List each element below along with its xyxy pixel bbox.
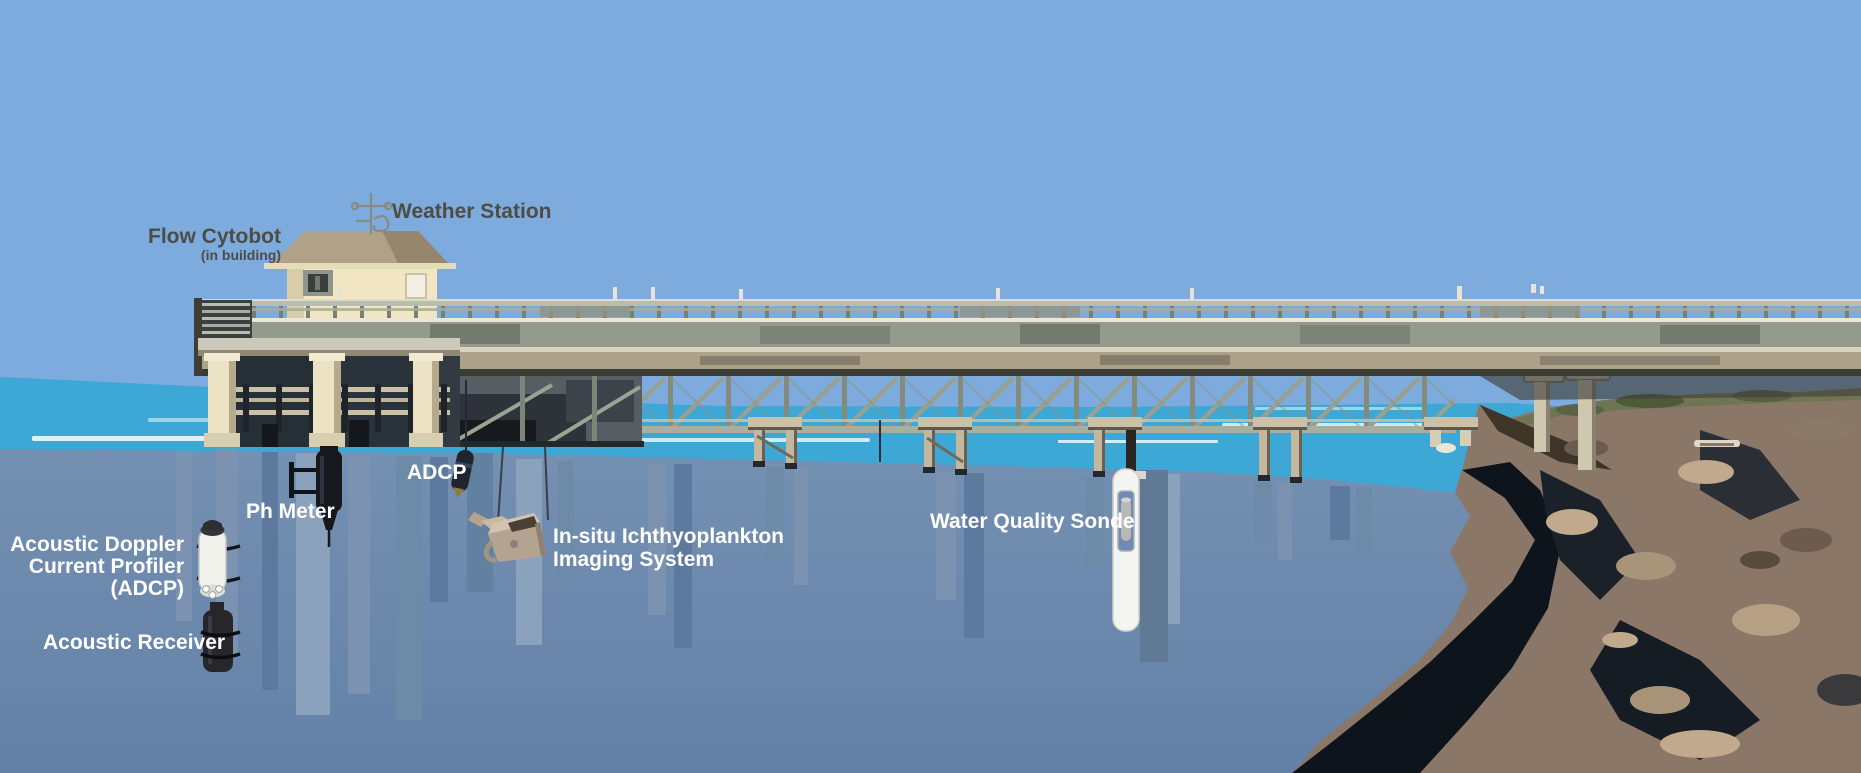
svg-text:Imaging System: Imaging System <box>553 548 714 571</box>
label-ph-meter: Ph Meter <box>246 500 335 523</box>
svg-text:(ADCP): (ADCP) <box>111 577 185 600</box>
svg-text:Current Profiler: Current Profiler <box>29 555 184 578</box>
svg-text:In-situ Ichthyoplankton: In-situ Ichthyoplankton <box>553 525 784 548</box>
label-adcp: ADCP <box>407 461 467 484</box>
svg-text:Flow Cytobot: Flow Cytobot <box>148 225 281 248</box>
label-imaging-system: In-situ Ichthyoplankton Imaging System <box>553 525 784 571</box>
building-window-right <box>405 273 427 299</box>
label-water-quality-sonde: Water Quality Sonde <box>930 510 1135 533</box>
label-adcp-full: Acoustic Doppler Current Profiler (ADCP) <box>10 533 184 600</box>
imaging-system-device <box>468 446 549 563</box>
concrete-columns <box>204 353 443 447</box>
underwater <box>0 449 1530 773</box>
deck <box>194 284 1861 400</box>
adcp-device <box>451 380 474 499</box>
label-weather-station: Weather Station <box>392 200 551 223</box>
label-acoustic-receiver: Acoustic Receiver <box>43 631 225 654</box>
submerged-pilings <box>176 449 1372 720</box>
rocky-shore <box>1292 388 1861 773</box>
water-quality-sonde-device <box>1112 468 1146 632</box>
svg-text:Acoustic Doppler: Acoustic Doppler <box>10 533 184 556</box>
svg-text:(in building): (in building) <box>201 247 281 263</box>
acoustic-receiver-device <box>200 602 241 672</box>
building-window-left <box>303 270 333 296</box>
instruments <box>196 380 1146 672</box>
ph-meter-device <box>289 446 342 547</box>
weather-vane-icon <box>350 193 393 234</box>
pier-structure <box>194 284 1861 483</box>
label-flow-cytobot: Flow Cytobot (in building) <box>148 225 281 263</box>
railing-lamp-stubs <box>338 284 1544 300</box>
labels: Weather Station Flow Cytobot (in buildin… <box>10 200 1134 654</box>
boat-landing-scaffold <box>446 352 644 447</box>
left-platform <box>198 338 460 447</box>
adcp-profiler-device <box>196 520 241 599</box>
